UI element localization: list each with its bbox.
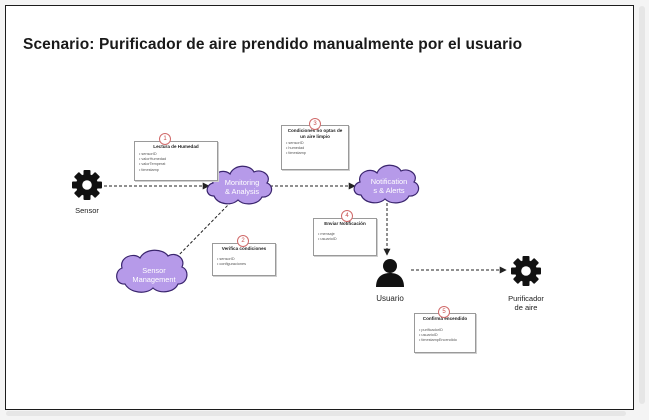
- notifications-label: Notification s & Alerts: [359, 177, 419, 195]
- note-item: sensorID: [139, 152, 213, 157]
- notifications-label-line2: s & Alerts: [373, 186, 405, 195]
- user-icon: [376, 259, 404, 287]
- note-item: timestamp: [139, 168, 213, 173]
- gear-icon: [511, 256, 541, 286]
- sensor-management-label: Sensor Management: [122, 266, 186, 284]
- note-item: purificadorID: [419, 328, 471, 333]
- note-item: timestamp: [286, 151, 344, 156]
- note-item: usuarioID: [318, 237, 372, 242]
- note-lectura-humedad: Lectura de Humedad sensorID valorHumedad…: [134, 141, 218, 181]
- usuario-label: Usuario: [376, 294, 404, 303]
- sensor-management-label-line2: Management: [132, 275, 176, 284]
- note-verifica-condiciones: Verifica condiciones sensorID configurac…: [212, 243, 276, 276]
- gear-icon: [72, 170, 102, 200]
- horizontal-scrollbar[interactable]: [6, 411, 626, 416]
- note-item: sensorID: [286, 141, 344, 146]
- monitoring-label-line1: Monitoring: [224, 178, 260, 187]
- note-item: sensorID: [217, 257, 271, 262]
- step-badge-1: 1: [159, 133, 171, 145]
- note-title: Enviar Notificación: [324, 221, 366, 226]
- note-title: Confirma encendido: [422, 316, 468, 321]
- notifications-cloud: [353, 164, 420, 204]
- note-confirma-encendido: Confirma encendido purificadorID usuario…: [414, 313, 476, 353]
- purificador-label: Purificador de aire: [496, 294, 556, 312]
- note-item: configuraciones: [217, 262, 271, 267]
- note-title: Condiciones no optas de un aire limpio: [287, 128, 343, 139]
- note-title: Lectura de Humedad: [153, 144, 199, 149]
- note-item: usuarioID: [419, 333, 471, 338]
- note-item: valorHumedad: [139, 157, 213, 162]
- arrow-monitoring-to-sensor-management: [171, 201, 232, 263]
- note-condiciones-no-optas: Condiciones no optas de un aire limpio s…: [281, 125, 349, 170]
- note-item: timestampEncendido: [419, 338, 471, 343]
- note-item: humedad: [286, 146, 344, 151]
- page-title: Scenario: Purificador de aire prendido m…: [23, 36, 523, 53]
- sensor-management-cloud: [116, 249, 188, 293]
- step-badge-3: 3: [309, 118, 321, 130]
- notifications-label-line1: Notification: [370, 177, 408, 186]
- vertical-scrollbar[interactable]: [639, 6, 645, 404]
- sensor-management-label-line1: Sensor: [142, 266, 166, 275]
- step-badge-4: 4: [341, 210, 353, 222]
- monitoring-label-line2: & Analysis: [224, 187, 260, 196]
- step-badge-5: 5: [438, 306, 450, 318]
- purificador-label-line1: Purificador: [508, 294, 544, 303]
- note-item: valorTemperat: [139, 162, 213, 167]
- step-badge-2: 2: [237, 235, 249, 247]
- note-title: Verifica condiciones: [221, 246, 267, 251]
- sensor-label: Sensor: [75, 206, 99, 215]
- note-item: mensaje: [318, 232, 372, 237]
- monitoring-label: Monitoring & Analysis: [212, 178, 272, 196]
- note-enviar-notificacion: Enviar Notificación mensaje usuarioID: [313, 218, 377, 256]
- diagram-canvas: [5, 5, 634, 410]
- purificador-label-line2: de aire: [514, 303, 538, 312]
